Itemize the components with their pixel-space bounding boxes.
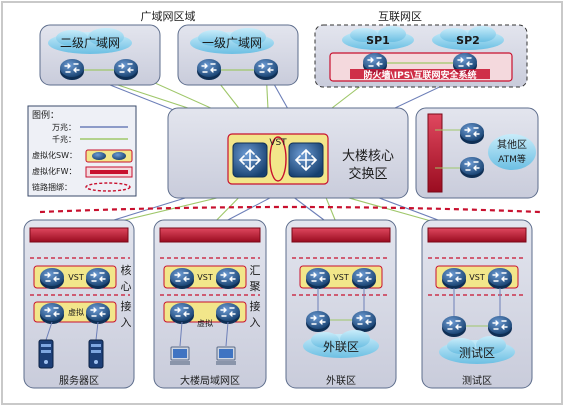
- core-bundle-ring: [269, 136, 287, 182]
- lan-agg-switch-icon: [169, 267, 195, 290]
- wan-level2-label: 二级广域网: [60, 36, 120, 50]
- core-switch-icon: [288, 142, 324, 178]
- test-cloud: 测试区: [439, 336, 515, 364]
- core-switch-icon: [232, 142, 268, 178]
- sp2-cloud: SP2: [432, 26, 504, 50]
- other-line2: ATM等: [498, 153, 526, 165]
- lan-access-switch-icon: [169, 302, 195, 325]
- wan-level2-box: 二级广域网: [39, 24, 161, 86]
- external-vst-label: VST: [333, 273, 349, 282]
- external-firewall-bar: [291, 227, 391, 243]
- sp1-label: SP1: [366, 34, 390, 47]
- pc-icon: [169, 346, 191, 366]
- wan-level1-box: 一级广域网: [177, 24, 299, 86]
- external-switch-icon: [351, 267, 377, 290]
- external-zone: VST 外联区 外联区: [285, 219, 397, 389]
- lan-side-label-4: 入: [250, 316, 261, 329]
- firewall-label: 防火墙\IPS\互联网安全系统: [363, 69, 476, 81]
- server-virt-label: 虚拟: [68, 307, 84, 317]
- test-switch-icon: [487, 267, 513, 290]
- legend-vsw-label: 虚拟化SW：: [32, 150, 77, 160]
- legend-bundle-label: 链路捆绑：: [32, 182, 72, 192]
- lan-agg-switch-icon: [215, 267, 241, 290]
- legend-10g-label: 万兆：: [52, 122, 76, 132]
- test-cloud-label: 测试区: [459, 345, 495, 360]
- lan-side-label-2: 聚: [250, 280, 261, 293]
- server-icon: [88, 339, 104, 369]
- sp1-cloud: SP1: [342, 26, 414, 50]
- wan-level1-cloud: 一级广域网: [190, 28, 274, 54]
- wan2-router-icon: [113, 58, 139, 81]
- external-cloud: 外联区: [303, 330, 379, 358]
- test-vst-label: VST: [469, 273, 485, 282]
- other-firewall-column: [427, 113, 443, 193]
- wan2-router-icon: [59, 58, 85, 81]
- wan-level2-cloud: 二级广域网: [48, 28, 132, 54]
- legend-vsw-icon: [85, 149, 133, 163]
- lan-virt-label: 虚拟: [197, 318, 213, 328]
- server-zone-title: 服务器区: [59, 374, 99, 387]
- server-access-switch-icon: [85, 302, 111, 325]
- other-router-icon: [459, 122, 485, 145]
- test-zone-title: 测试区: [462, 374, 492, 387]
- other-cloud: 其他区 ATM等: [488, 134, 536, 170]
- lan-access-switch-icon: [215, 302, 241, 325]
- wan1-router-icon: [253, 58, 279, 81]
- wan-zone-title: 广域网区域: [141, 10, 196, 23]
- server-core-switch-icon: [85, 267, 111, 290]
- server-access-switch-icon: [39, 302, 65, 325]
- legend-vfw-label: 虚拟化FW：: [32, 166, 77, 176]
- lan-zone: VST 虚拟 汇 聚 接 入 大楼局域网区: [153, 219, 267, 389]
- external-switch-icon: [305, 267, 331, 290]
- external-cloud-label: 外联区: [323, 340, 359, 354]
- lan-side-label-3: 接: [250, 300, 261, 313]
- external-zone-title: 外联区: [326, 375, 356, 387]
- sp2-label: SP2: [456, 34, 480, 47]
- internet-box: SP1 SP2 防火墙\IPS\互联网安全系统: [314, 24, 528, 88]
- lan-firewall-bar: [159, 227, 261, 243]
- legend-vfw-icon: [85, 166, 133, 178]
- core-title-line1: 大楼核心: [342, 149, 394, 164]
- test-router-icon: [441, 315, 467, 338]
- internet-zone-title: 互联网区: [378, 10, 422, 23]
- wan1-router-icon: [196, 58, 222, 81]
- other-line1: 其他区: [497, 138, 527, 151]
- core-title-line2: 交换区: [348, 166, 387, 182]
- test-zone: VST 测试区 测试区: [421, 219, 533, 389]
- other-zone: 其他区 ATM等: [415, 107, 539, 199]
- external-router-icon: [351, 310, 377, 333]
- server-vst-label: VST: [68, 273, 84, 282]
- test-router-icon: [487, 315, 513, 338]
- server-side-label-2: 心: [121, 280, 132, 293]
- legend-box: 图例： 万兆： 千兆： 虚拟化SW： 虚拟化FW： 链路捆绑：: [27, 105, 137, 197]
- server-zone: VST 虚拟 核 心 接 入 服务器区: [23, 219, 135, 389]
- test-firewall-bar: [427, 227, 527, 243]
- server-icon: [38, 339, 54, 369]
- wan-level1-label: 一级广域网: [202, 36, 262, 50]
- legend-bundle-icon: [85, 182, 131, 192]
- lan-side-label-1: 汇: [250, 264, 261, 277]
- core-vst-label: VST: [269, 138, 287, 148]
- lan-vst-label: VST: [197, 273, 213, 282]
- other-router-icon: [459, 156, 485, 179]
- server-side-label-3: 接: [121, 300, 132, 313]
- core-zone: VST 大楼核心 交换区: [167, 107, 409, 199]
- server-firewall-bar: [29, 227, 129, 243]
- test-switch-icon: [441, 267, 467, 290]
- lan-zone-title: 大楼局域网区: [180, 374, 240, 387]
- pc-icon: [215, 346, 237, 366]
- server-side-label-4: 入: [121, 316, 132, 329]
- legend-1g-label: 千兆：: [52, 134, 76, 144]
- server-side-label-1: 核: [121, 263, 132, 277]
- legend-title: 图例：: [32, 109, 59, 121]
- external-router-icon: [305, 310, 331, 333]
- server-core-switch-icon: [39, 267, 65, 290]
